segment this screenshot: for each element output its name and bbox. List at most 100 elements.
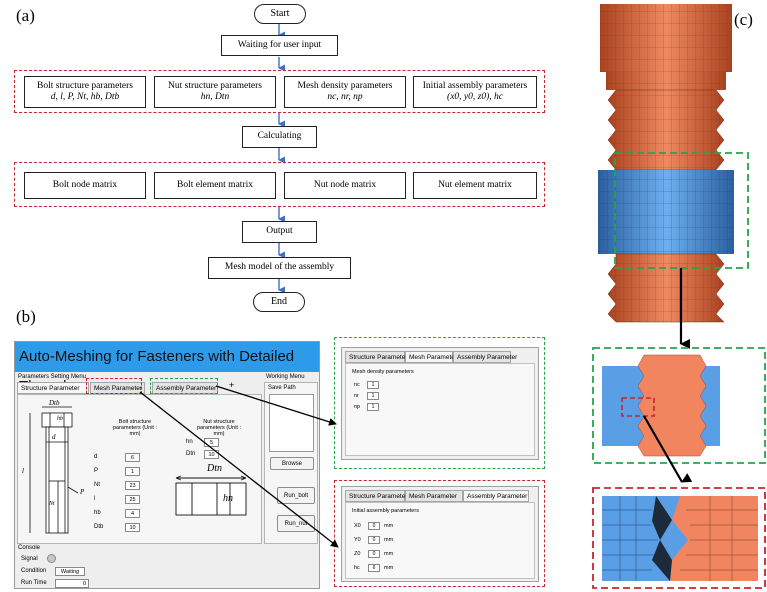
nut-params-box: Nut structure parameters hn, Dtn: [154, 76, 276, 108]
add-tab-icon[interactable]: +: [229, 380, 235, 390]
run-bolt-button[interactable]: Run_bolt: [277, 487, 315, 504]
bolt-hb-label: hb: [57, 416, 63, 422]
asm-unit-x0: mm: [384, 523, 394, 529]
working-panel: Save Path Browse Run_bolt Run_nut: [264, 382, 318, 544]
bolt-l-label: l: [22, 467, 24, 475]
panel-label-b: (b): [16, 307, 36, 326]
panel-label-c: (c): [734, 10, 753, 29]
asm-unit-y0: mm: [384, 537, 394, 543]
detail-view-frame: [592, 487, 766, 589]
asm-win-tab-mesh[interactable]: Mesh Parameter: [405, 490, 463, 502]
bolt-node-matrix: Bolt node matrix: [24, 172, 146, 199]
bolt-p-label: P: [80, 488, 85, 496]
detail-highlight-red: [621, 397, 655, 417]
field-label-nt: Nt: [94, 482, 100, 488]
mesh-win-tab-mesh[interactable]: Mesh Parameter: [405, 351, 457, 363]
console-label: Console: [18, 545, 41, 551]
asm-z0-input[interactable]: 0: [368, 550, 380, 558]
bolt-params-sub: d, l, P, Nt, hb, Dtb: [50, 92, 120, 102]
asm-y0-input[interactable]: 0: [368, 536, 380, 544]
bolt-params-title: Bolt structure parameters: [36, 80, 134, 91]
field-label-dtb: Dtb: [94, 524, 104, 530]
wait-node: Waiting for user input: [221, 35, 338, 56]
asm-hc-input[interactable]: 6: [368, 564, 380, 572]
mesh-label-np: np: [354, 404, 361, 410]
field-dtb-input[interactable]: 10: [125, 523, 140, 532]
params-menu-label: Parameters Setting Menu: [18, 374, 87, 380]
bolt-drawing: [29, 406, 79, 534]
asm-x0-input[interactable]: 0: [368, 522, 380, 530]
nut-params-sub: hn, Dtn: [200, 92, 230, 102]
signal-label: Signal: [21, 556, 38, 562]
outputs-group: [14, 162, 545, 207]
field-label-p: P: [94, 468, 99, 474]
asm-unit-z0: mm: [384, 551, 394, 557]
field-label-l: l: [94, 496, 96, 502]
output-node: Output: [242, 221, 317, 243]
field-nt-input[interactable]: 23: [125, 481, 140, 490]
nut-node-matrix: Nut node matrix: [284, 172, 406, 199]
structure-panel: Dtb hb d l Nt P Bolt structure parameter…: [17, 394, 262, 544]
field-p-input[interactable]: 1: [125, 467, 140, 476]
field-dtn-input[interactable]: 10: [204, 450, 219, 459]
working-menu-label: Working Menu: [266, 374, 305, 380]
field-label-hn: hn: [186, 439, 193, 445]
asm-unit-hc: mm: [384, 565, 394, 571]
condition-label: Condition: [21, 568, 47, 574]
calc-node: Calculating: [242, 126, 317, 148]
params-group: [14, 70, 545, 113]
bolt-nt-label: Nt: [49, 501, 55, 507]
nut-hn-label: hn: [223, 493, 233, 504]
mesh-np-input[interactable]: 1: [367, 403, 379, 411]
nut-drawing: [175, 475, 247, 516]
mesh-params-box: Mesh density parameters nc, nr, np: [284, 76, 406, 108]
mesh-model-node: Mesh model of the assembly: [208, 257, 351, 279]
mesh-heading: Mesh density parameters: [352, 369, 414, 375]
assembly-params-box: Initial assembly parameters (x0, y0, z0)…: [413, 76, 537, 108]
run-time-label: Run Time: [21, 580, 47, 586]
asm-label-x0: X0: [354, 523, 361, 529]
save-path-box[interactable]: [269, 394, 314, 452]
mesh-win-tab-assembly[interactable]: Assembly Parameter: [453, 351, 517, 363]
assembly-zoom-frame: [334, 480, 545, 587]
mesh-win-body: Mesh density parameters nc 1 nr 1 np 1: [345, 363, 535, 456]
asm-heading: Initial assembly parameters: [352, 508, 419, 514]
mesh-tab-highlight: [86, 378, 142, 394]
assembly-params-sub: (x0, y0, z0), hc: [447, 92, 503, 102]
mesh-model-figure: [592, 4, 766, 589]
asm-win-tab-assembly[interactable]: Assembly Parameter: [463, 490, 529, 502]
bolt-dtb-label: Dtb: [49, 399, 60, 407]
section-bolt: [637, 354, 707, 457]
bolt-element-matrix: Bolt element matrix: [154, 172, 276, 199]
start-node: Start: [254, 4, 306, 24]
asm-win-tab-structure[interactable]: Structure Parameter: [345, 490, 408, 502]
field-label-hb: hb: [94, 510, 101, 516]
mesh-nc-input[interactable]: 1: [367, 381, 379, 389]
mesh-nr-input[interactable]: 1: [367, 392, 379, 400]
nut-params-header: Nut structure parameters (Unit : mm): [196, 419, 241, 437]
bolt-params-box: Bolt structure parameters d, l, P, Nt, h…: [24, 76, 146, 108]
save-path-label: Save Path: [268, 385, 296, 391]
asm-label-hc: hc: [354, 565, 360, 571]
condition-field: Waiting: [55, 567, 85, 576]
field-l-input[interactable]: 25: [125, 495, 140, 504]
mesh-label-nr: nr: [354, 393, 359, 399]
field-d-input[interactable]: 6: [125, 453, 140, 462]
bolt-params-header: Bolt structure parameters (Unit : mm): [112, 419, 157, 437]
nut-params-title: Nut structure parameters: [168, 80, 262, 91]
field-hb-input[interactable]: 4: [125, 509, 140, 518]
signal-indicator: [47, 554, 56, 563]
nut-element-matrix: Nut element matrix: [413, 172, 537, 199]
bolt-thread-upper: [607, 89, 725, 171]
run-nut-button[interactable]: Run_nut: [277, 515, 315, 532]
mesh-parameter-window: Structure Parameter Mesh Parameter Assem…: [341, 347, 539, 460]
field-label-d: d: [94, 454, 98, 460]
end-node: End: [253, 292, 305, 312]
browse-button[interactable]: Browse: [270, 457, 314, 470]
flowchart-arrows: [278, 24, 285, 294]
detail-bolt: [670, 496, 758, 581]
mesh-win-tab-structure[interactable]: Structure Parameter: [345, 351, 408, 363]
mesh-zoom-frame: [334, 337, 545, 469]
tab-structure[interactable]: Structure Parameter: [17, 382, 89, 394]
field-label-dtn: Dtn: [186, 451, 196, 457]
